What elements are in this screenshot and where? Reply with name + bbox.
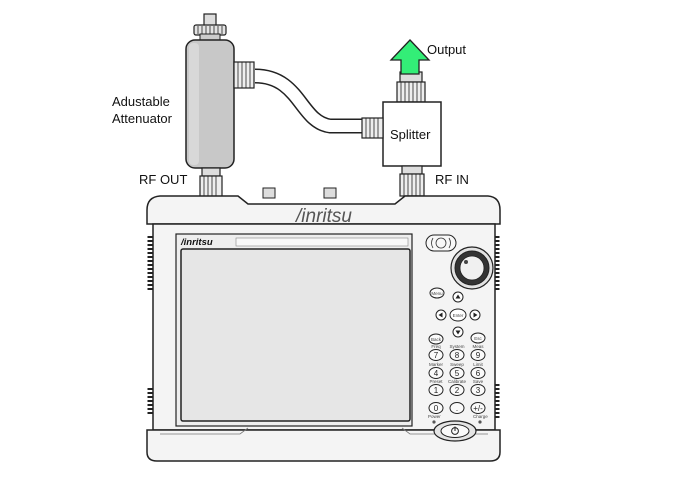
rf-in-label: RF IN [435,172,469,187]
charge-caption: Charge [473,414,488,419]
keypad-key-label: 4 [434,369,439,378]
keypad-key-label: 6 [476,369,481,378]
enter-button-label: Enter [453,313,464,318]
attenuator-side-connector [233,61,255,89]
arrow-up-icon [455,294,461,299]
enter-button[interactable] [449,308,467,322]
brand-bezel: /inritsu [180,237,213,248]
esc-key[interactable] [470,332,486,344]
keypad-key[interactable] [449,384,465,396]
keypad-key[interactable] [449,349,465,361]
keypad-caption: Calibrate [448,379,467,384]
attenuator-bottom-connector [199,175,223,199]
keypad-caption: Marker [429,362,444,367]
keypad-key[interactable] [470,402,486,414]
bottom-bumper [146,429,501,462]
splitter: Splitter [361,71,442,209]
attenuator-label-line2: Attenuator [112,111,173,126]
keypad-caption: Sweep [450,362,464,367]
keypad-key-label: 0 [434,404,439,413]
splitter-side-connector [361,117,384,139]
keypad-caption: Limit [473,362,483,367]
coax-cable [254,68,372,134]
top-bumper [146,195,501,225]
keypad-key-label: 7 [434,351,439,360]
keypad-key[interactable] [428,349,444,361]
keypad-key[interactable] [449,402,465,414]
back-key[interactable] [428,333,444,345]
splitter-label: Splitter [390,127,431,142]
keypad-key[interactable] [470,367,486,379]
power-caption: Power [428,414,441,419]
anritsu-instrument: /inritsu /inritsu Menu [146,187,501,462]
keypad-caption: Meas [472,344,484,349]
attenuator-knob-knurl [197,26,223,34]
keypad-caption: Save [473,379,484,384]
attenuator-label-line1: Adustable [112,94,170,109]
output-arrow-icon [389,39,431,75]
output-label: Output [427,42,466,57]
keypad-key[interactable] [428,384,444,396]
keypad-key[interactable] [449,367,465,379]
arrow-right-icon [473,312,478,318]
attenuator-knob-stem [203,13,217,27]
keypad-key[interactable] [470,349,486,361]
back-key-label: Back [431,337,442,342]
top-port-2 [323,187,337,199]
keypad-key[interactable] [428,402,444,414]
keypad-key-label: . [456,404,458,413]
keypad-key-label: +/- [473,404,483,413]
keypad-key[interactable] [428,367,444,379]
rf-out-label: RF OUT [139,172,187,187]
navigation-pad: Enter [435,291,481,338]
arrow-down-icon [455,330,461,335]
esc-key-label: Esc [474,336,482,341]
keypad-key[interactable] [470,384,486,396]
adjustable-attenuator [185,13,255,209]
keypad-key-label: 9 [476,351,481,360]
splitter-body [382,101,442,167]
keypad-caption: Freq [431,344,441,349]
brand-top: /inritsu [294,206,352,227]
keypad-key-label: 1 [434,386,439,395]
menu-key[interactable] [429,287,445,299]
top-port-1 [262,187,276,199]
keypad-key-label: 3 [476,386,481,395]
keypad-key-label: 8 [455,351,460,360]
rotary-knob[interactable] [450,246,494,290]
keypad-key-label: 2 [455,386,460,395]
keypad-caption: System [449,344,464,349]
display-screen[interactable] [180,248,411,422]
menu-key-label: Menu [431,291,443,296]
speaker-grille [425,234,457,252]
keypad-caption: Preset [429,379,443,384]
arrow-left-icon [438,312,443,318]
keypad-key-label: 5 [455,369,460,378]
